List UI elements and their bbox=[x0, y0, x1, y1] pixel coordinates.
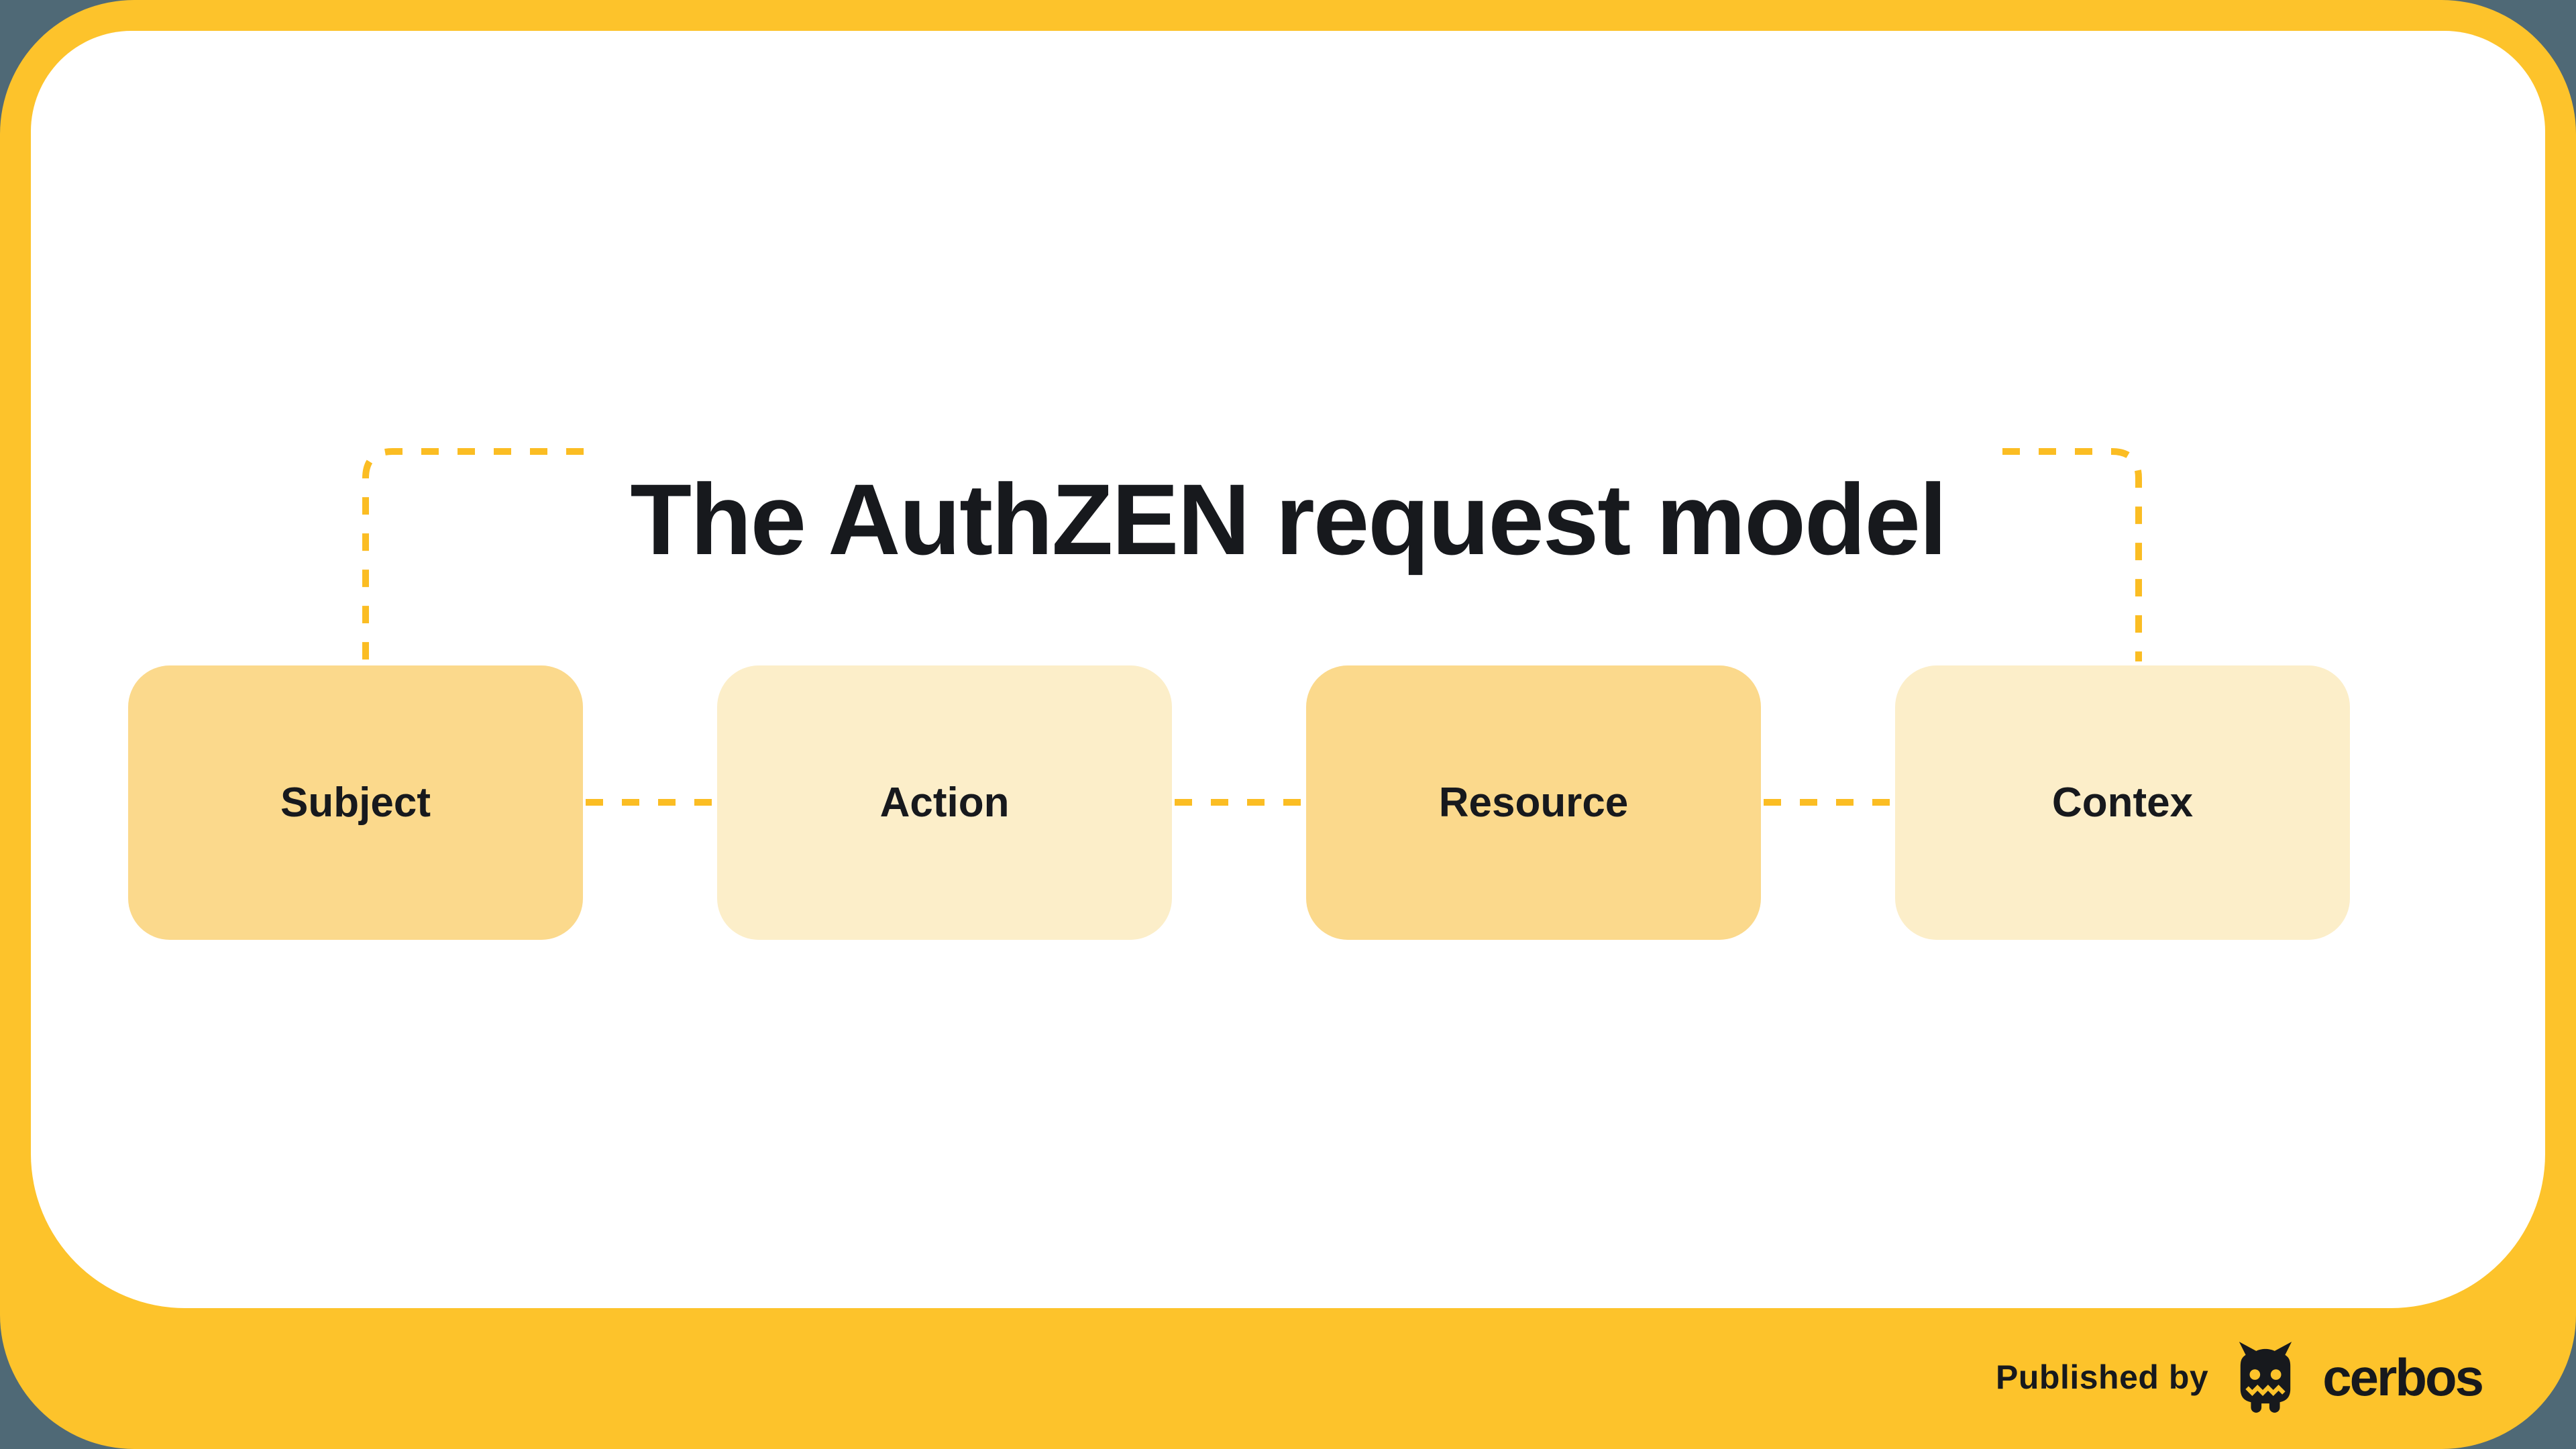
cerbos-monster-icon bbox=[2239, 1342, 2292, 1413]
box-contex-label: Contex bbox=[2051, 780, 2194, 826]
page-title: The AuthZEN request model bbox=[630, 462, 1947, 576]
box-resource-label: Resource bbox=[1438, 780, 1629, 826]
box-subject: Subject bbox=[128, 665, 583, 940]
brand-wordmark: cerbos bbox=[2322, 1347, 2484, 1407]
box-action-label: Action bbox=[879, 780, 1010, 826]
monster-eye-left bbox=[2249, 1369, 2261, 1380]
published-by-label: Published by bbox=[1996, 1358, 2209, 1396]
box-contex: Contex bbox=[1895, 665, 2350, 940]
box-subject-label: Subject bbox=[280, 780, 431, 826]
monster-body bbox=[2239, 1342, 2292, 1413]
monster-teeth bbox=[2245, 1385, 2286, 1397]
box-resource: Resource bbox=[1306, 665, 1761, 940]
box-action: Action bbox=[717, 665, 1172, 940]
monster-eye-right bbox=[2271, 1369, 2282, 1380]
footer: Published by cerbos bbox=[1996, 1327, 2484, 1428]
